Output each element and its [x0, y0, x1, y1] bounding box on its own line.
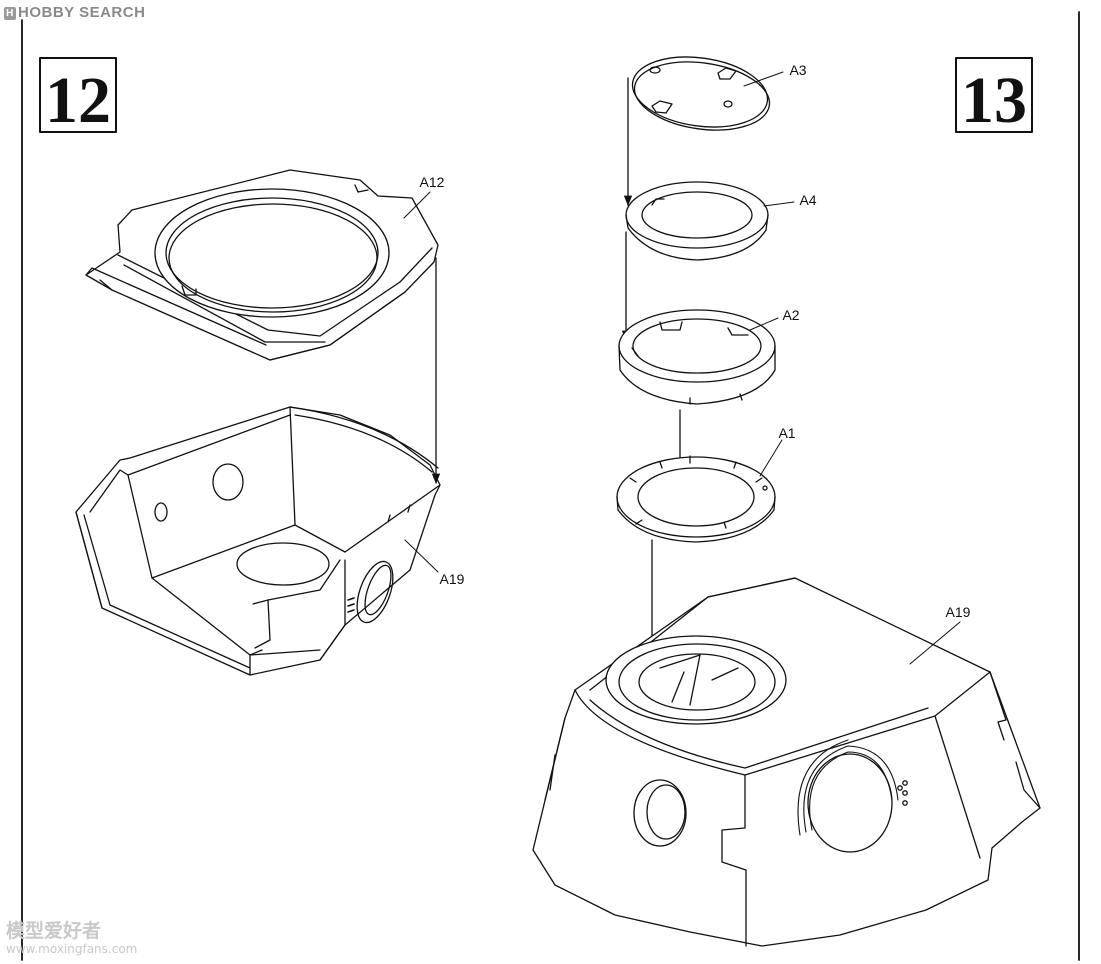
moxingfans-logo-text: 模型爱好者	[6, 920, 102, 942]
a12-leader-line	[403, 191, 431, 219]
a3-leader-line	[743, 71, 784, 87]
a4-leader-line	[763, 201, 795, 207]
part-a1	[616, 455, 776, 543]
step-12-box: 12	[39, 57, 117, 137]
step-13-box: 13	[955, 57, 1033, 137]
part-a3	[631, 56, 771, 131]
part-a2	[618, 309, 776, 405]
a1-leader-line	[759, 439, 783, 477]
a2-leader-line	[749, 317, 779, 331]
hobbysearch-logo-icon: H	[4, 7, 16, 20]
hobbysearch-text: HOBBY SEARCH	[18, 4, 146, 21]
moxingfans-url: www.moxingfans.com	[6, 942, 138, 956]
label-a19-step12: A19	[440, 571, 465, 587]
label-a19-step13: A19	[946, 604, 971, 620]
label-a2: A2	[782, 307, 799, 323]
part-a4	[625, 181, 769, 261]
a19-step12-leader-line	[404, 539, 439, 573]
step-12-number: 12	[45, 64, 111, 137]
step-13-number: 13	[961, 64, 1027, 137]
part-a19-step12	[75, 406, 441, 676]
label-a3: A3	[789, 62, 806, 78]
label-a12: A12	[420, 174, 445, 190]
part-a19-step13	[532, 577, 1041, 947]
label-a4: A4	[799, 192, 816, 208]
part-a12	[85, 169, 439, 361]
moxingfans-watermark: 模型爱好者 www.moxingfans.com	[6, 920, 137, 956]
a19-step13-leader-line	[909, 621, 961, 665]
label-a1: A1	[778, 425, 795, 441]
